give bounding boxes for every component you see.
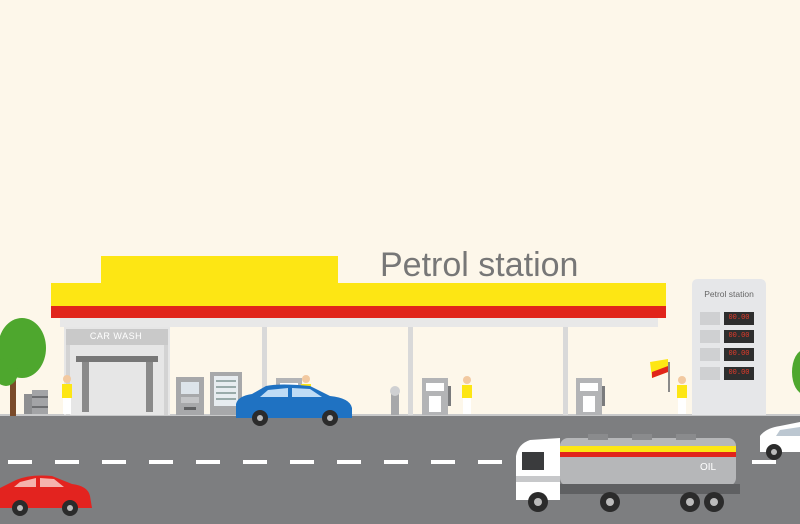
fuel-pump-icon [422, 378, 451, 415]
price-pylon [692, 279, 766, 415]
air-pump-icon [390, 386, 400, 415]
tree-icon [792, 351, 800, 393]
tanker-label: OIL [700, 462, 717, 473]
car-icon [760, 422, 800, 460]
tanker-truck-icon [516, 434, 740, 512]
flag-icon [650, 359, 670, 392]
attendant-icon [677, 376, 687, 414]
price-board-title: Petrol station [704, 289, 754, 299]
price-display: 00.00 [724, 348, 754, 361]
atm-icon [176, 377, 204, 415]
tree-icon [0, 318, 46, 416]
canopy [51, 256, 666, 327]
attendant-icon [62, 375, 72, 414]
car-icon [0, 475, 92, 516]
car-icon [236, 384, 352, 426]
canopy-pillars [262, 327, 568, 415]
price-display: 00.00 [724, 330, 754, 343]
attendant-icon [462, 376, 472, 414]
vending-machine-icon [210, 372, 242, 415]
price-display: 00.00 [724, 312, 754, 325]
car-wash-icon [64, 327, 170, 415]
car-wash-sign: CAR WASH [89, 331, 143, 341]
price-display: 00.00 [724, 367, 754, 380]
oil-barrel-icon [24, 390, 48, 414]
scene-title: Petrol station [380, 246, 579, 284]
fuel-pump-icon [576, 378, 605, 415]
